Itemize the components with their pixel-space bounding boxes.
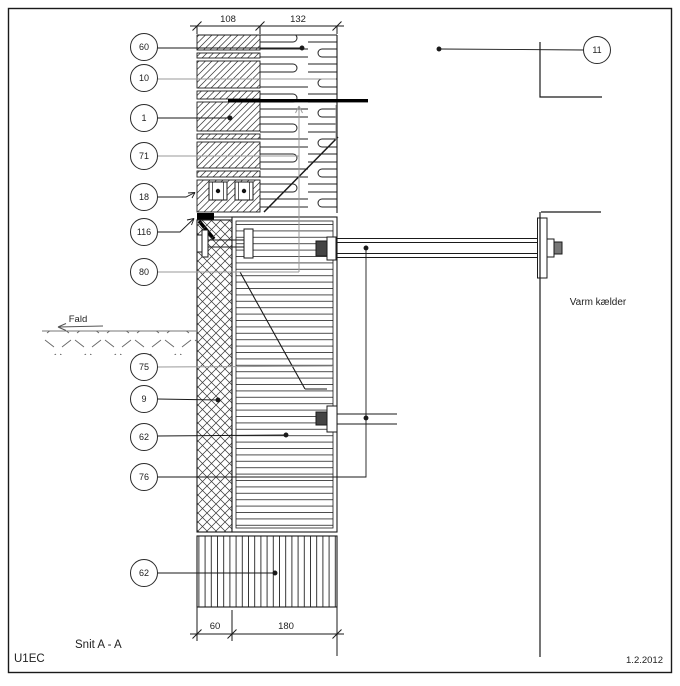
brick-course bbox=[196, 52, 261, 59]
threaded-stub bbox=[553, 241, 563, 255]
callout-18: 18 bbox=[130, 183, 158, 211]
foundation-block bbox=[196, 535, 338, 608]
dim-tick bbox=[255, 21, 265, 31]
brick-course bbox=[196, 60, 261, 89]
callout-60: 60 bbox=[130, 33, 158, 61]
leader-11 bbox=[438, 48, 585, 51]
membrane-course-line bbox=[228, 99, 368, 103]
terrain bbox=[42, 323, 197, 355]
leaders-gray bbox=[156, 78, 337, 368]
brick-course bbox=[196, 133, 261, 140]
svg-text:60: 60 bbox=[139, 42, 149, 52]
dim-label-60: 60 bbox=[210, 621, 221, 632]
leaders-black bbox=[156, 45, 585, 576]
svg-text:71: 71 bbox=[139, 151, 149, 161]
svg-text:1: 1 bbox=[141, 113, 146, 123]
slope-arrow bbox=[57, 323, 104, 331]
dim-tick bbox=[227, 629, 237, 639]
cast-in-anchor bbox=[315, 411, 328, 426]
wall-break-diagonal bbox=[239, 271, 327, 390]
svg-text:116: 116 bbox=[137, 227, 151, 237]
callouts: 60 10 1 71 18 116 80 75 bbox=[130, 33, 611, 587]
nut bbox=[546, 238, 555, 258]
callout-10: 10 bbox=[130, 64, 158, 92]
dim-label-108: 108 bbox=[220, 14, 236, 25]
section-title: Snit A - A bbox=[75, 639, 122, 651]
leader-80 bbox=[157, 105, 303, 273]
leader-62a bbox=[156, 434, 287, 437]
svg-text:80: 80 bbox=[139, 267, 149, 277]
leader-76 bbox=[157, 248, 367, 478]
callout-11: 11 bbox=[583, 36, 611, 64]
lower-anchor-bolt bbox=[315, 405, 397, 433]
callout-71: 71 bbox=[130, 142, 158, 170]
callout-75: 75 bbox=[130, 353, 158, 381]
dim-tick bbox=[192, 629, 202, 639]
brick-course bbox=[196, 141, 261, 169]
room-label: Varm kælder bbox=[570, 297, 627, 308]
leader-116 bbox=[157, 218, 195, 233]
dim-tick bbox=[332, 629, 342, 639]
upper-corner bbox=[539, 42, 602, 98]
callout-62-lower: 62 bbox=[130, 559, 158, 587]
brick-course bbox=[196, 170, 261, 178]
anchor-bracket bbox=[326, 405, 338, 433]
callout-116: 116 bbox=[130, 218, 158, 246]
end-plate bbox=[537, 217, 548, 279]
fixing-brackets bbox=[208, 181, 254, 201]
callout-80: 80 bbox=[130, 258, 158, 286]
leader-9 bbox=[156, 398, 219, 401]
svg-text:75: 75 bbox=[139, 362, 149, 372]
svg-text:62: 62 bbox=[139, 432, 149, 442]
svg-text:62: 62 bbox=[139, 568, 149, 578]
sheet-date: 1.2.2012 bbox=[626, 655, 663, 666]
callout-76: 76 bbox=[130, 463, 158, 491]
cast-in-anchor bbox=[315, 240, 328, 257]
doc-code: U1EC bbox=[14, 653, 45, 665]
bottom-dimension bbox=[190, 607, 344, 656]
dim-label-180: 180 bbox=[278, 621, 294, 632]
basement-wall-concrete bbox=[235, 220, 334, 529]
inner-structure-lines bbox=[539, 42, 602, 657]
face-plate bbox=[243, 228, 254, 259]
svg-text:9: 9 bbox=[141, 394, 146, 404]
svg-text:76: 76 bbox=[139, 472, 149, 482]
brick-course bbox=[196, 90, 261, 100]
svg-text:18: 18 bbox=[139, 192, 149, 202]
svg-text:11: 11 bbox=[592, 45, 601, 55]
perimeter-insulation-board bbox=[196, 219, 233, 533]
callout-9: 9 bbox=[130, 385, 158, 413]
top-dimension bbox=[190, 21, 344, 34]
svg-text:10: 10 bbox=[139, 73, 149, 83]
leader-75 bbox=[156, 365, 334, 368]
slope-label: Fald bbox=[69, 314, 87, 325]
anchor-bracket bbox=[326, 236, 337, 261]
callout-1: 1 bbox=[130, 104, 158, 132]
base-membrane-block bbox=[197, 213, 214, 220]
washer-plate bbox=[201, 229, 209, 258]
leader-18 bbox=[157, 192, 196, 199]
wind-barrier-diagonal bbox=[263, 136, 339, 213]
upper-anchor-bolt bbox=[315, 217, 563, 279]
callout-62-upper: 62 bbox=[130, 423, 158, 451]
bolt-head bbox=[196, 234, 203, 253]
dim-tick bbox=[332, 21, 342, 31]
earth-hatch bbox=[42, 331, 197, 355]
outer-anchor-fixing bbox=[196, 228, 254, 259]
dim-tick bbox=[192, 21, 202, 31]
dim-label-132: 132 bbox=[290, 14, 306, 25]
